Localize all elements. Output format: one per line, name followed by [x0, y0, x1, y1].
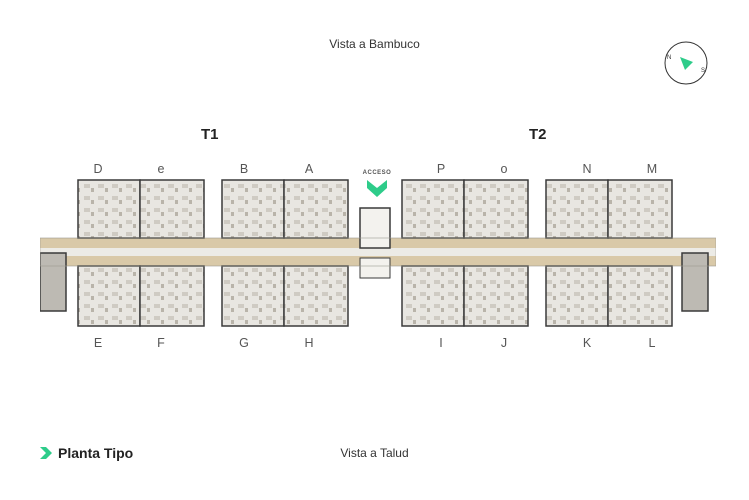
stair-right: [681, 252, 709, 312]
apartment-b: [221, 179, 285, 239]
entrance-arrow-icon: [367, 180, 387, 197]
unit-label-d: D: [93, 162, 103, 176]
apartment-f: [139, 265, 205, 327]
floor-plan: [40, 179, 716, 327]
compass-south-label: S: [701, 68, 705, 74]
brand-label: Planta Tipo: [58, 445, 134, 461]
tower-label-t2: T2: [529, 126, 547, 143]
apartment-a: [283, 179, 349, 239]
core-lower: [359, 257, 391, 279]
brand: Planta Tipo: [40, 445, 133, 461]
view-label-top: Vista a Bambuco: [329, 37, 420, 51]
elevator-core: [359, 207, 391, 249]
view-label-bottom: Vista a Talud: [340, 446, 409, 460]
compass-icon: N S: [664, 41, 708, 85]
unit-label-m: M: [646, 162, 658, 176]
apartment-o: [463, 179, 529, 239]
apartment-h: [283, 265, 349, 327]
unit-label-o: o: [500, 162, 508, 176]
unit-label-a: A: [304, 162, 314, 176]
unit-label-h: H: [304, 336, 314, 350]
apartment-g: [221, 265, 285, 327]
stair-left: [40, 252, 67, 312]
chevron-right-icon: [40, 447, 52, 459]
unit-label-j: J: [500, 336, 508, 350]
apartment-k: [545, 265, 609, 327]
apartment-p: [401, 179, 465, 239]
apartment-i: [401, 265, 465, 327]
apartment-e: [139, 179, 205, 239]
unit-label-n: N: [582, 162, 592, 176]
unit-label-e-bottom: E: [93, 336, 103, 350]
unit-label-k: K: [582, 336, 592, 350]
apartment-e-lower: [77, 265, 141, 327]
apartment-n: [545, 179, 609, 239]
unit-label-g: G: [239, 336, 249, 350]
corridor: [40, 248, 716, 256]
unit-label-l: L: [648, 336, 656, 350]
apartment-d: [77, 179, 141, 239]
apartment-m: [607, 179, 673, 239]
apartment-j: [463, 265, 529, 327]
unit-label-b: B: [239, 162, 249, 176]
unit-label-f: F: [157, 336, 165, 350]
unit-label-e: e: [157, 162, 165, 176]
apartment-l: [607, 265, 673, 327]
tower-label-t1: T1: [201, 126, 219, 143]
compass-north-label: N: [667, 55, 671, 61]
entrance-label: ACCESO: [362, 170, 392, 176]
unit-label-p: P: [436, 162, 446, 176]
unit-label-i: I: [439, 336, 443, 350]
